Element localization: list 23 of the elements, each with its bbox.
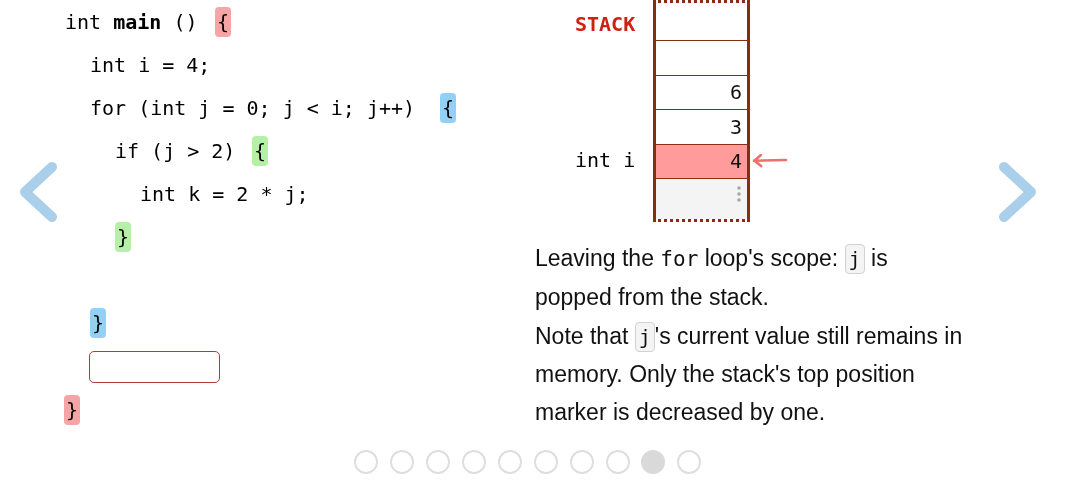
highlighted-brace: {: [440, 93, 456, 123]
cell-value: 6: [729, 79, 742, 106]
code-line: int i = 4;: [90, 52, 211, 79]
empty-code-slot: [89, 351, 220, 383]
code-line: int k = 2 * j;: [140, 181, 309, 208]
stack-cell: [656, 145, 747, 179]
cell-value: 3: [729, 114, 742, 141]
highlighted-brace: }: [90, 308, 106, 338]
cell-value: 4: [729, 148, 742, 175]
code-line: for (int j = 0; j < i; j++): [90, 95, 416, 122]
highlighted-brace: {: [215, 7, 231, 37]
highlighted-brace: }: [115, 222, 131, 252]
code-line: if (j > 2): [115, 138, 236, 165]
explanation-text: Note that j's current value still remains in memory. Only the stack's top position marker is decreased by one.: [535, 321, 964, 427]
highlighted-brace: {: [252, 136, 268, 166]
variable-name: int i: [575, 147, 636, 174]
highlighted-brace: }: [64, 395, 80, 425]
pointer-arrow: [752, 153, 788, 168]
stack-column: [653, 0, 750, 222]
stack-cell: [656, 179, 747, 219]
code-line: int main (): [65, 9, 198, 36]
stack-heading: STACK: [575, 11, 636, 38]
explanation-text: Leaving the for loop's scope: j is popped from the stack.: [535, 243, 889, 312]
